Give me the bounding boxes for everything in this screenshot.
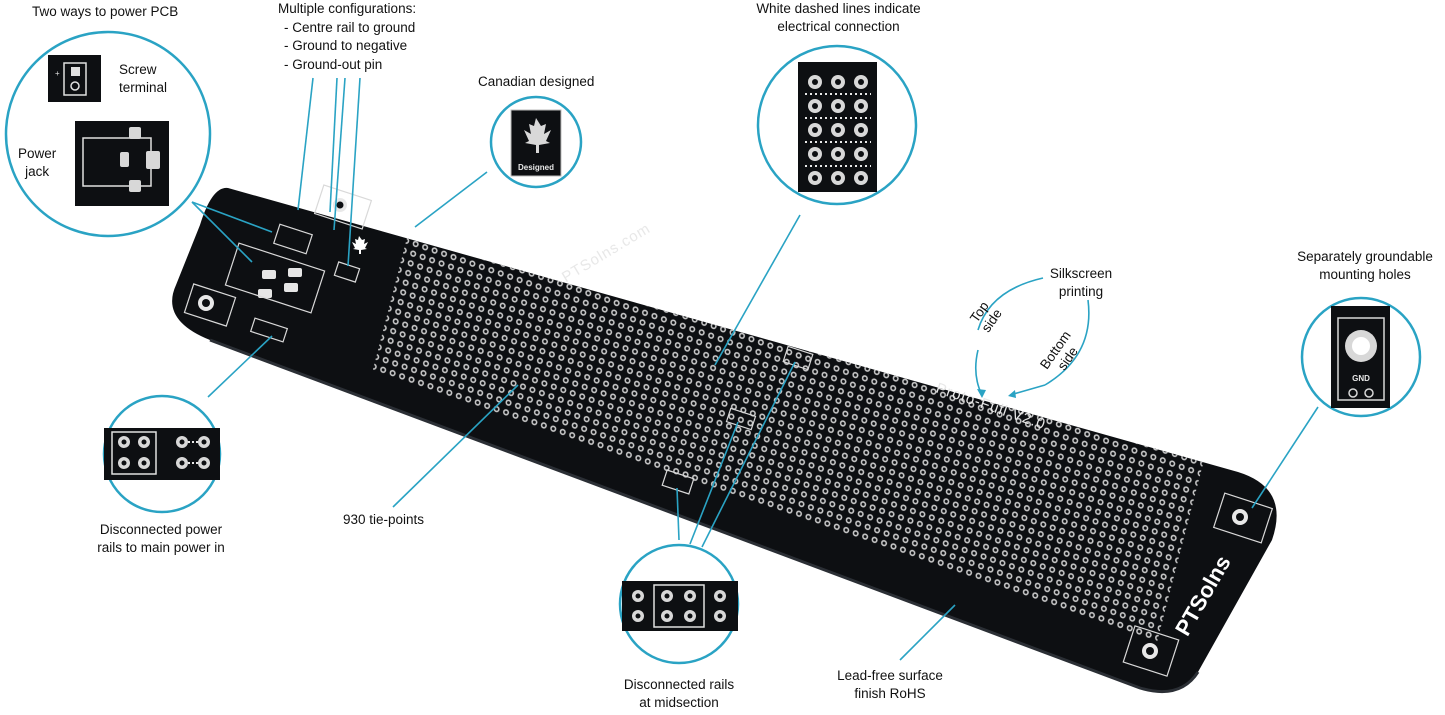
label-power-jack: Power jack [18,145,56,181]
label-disconnected-power: Disconnected power rails to main power i… [86,521,236,557]
callout-midsection [618,543,740,665]
label-midsection: Disconnected rails at midsection [614,676,744,712]
label-lead-free-line1: Lead-free surface [837,668,943,683]
label-screw-terminal: Screw terminal [119,61,167,97]
label-silkscreen: Silkscreen printing [1046,265,1116,301]
maple-leaf-icon [524,118,551,153]
callout-power-rails [102,394,222,514]
label-midsection-line2: at midsection [639,695,719,710]
label-white-dashed-line2: electrical connection [777,19,900,34]
label-white-dashed-line1: White dashed lines indicate [756,1,921,16]
board-edge [209,338,1200,694]
label-mounting-line1: Separately groundable [1297,249,1433,264]
label-lead-free: Lead-free surface finish RoHS [825,667,955,703]
label-config-3: - Ground-out pin [284,56,383,72]
label-lead-free-line2: finish RoHS [854,686,926,701]
board-url-text: PTSolns.com [559,220,654,286]
canadian-badge-text: Designed [518,163,554,172]
label-multiple-configs: Multiple configurations: - Centre rail t… [278,0,416,74]
callout-canadian: Designed [489,95,583,189]
label-power-jack-line2: jack [25,164,50,179]
label-configs-title: Multiple configurations: [278,1,417,16]
label-silkscreen-line1: Silkscreen [1049,266,1113,281]
silkscreen-arrowheads [977,389,1016,398]
callout-mounting: GND [1300,296,1422,418]
label-screw-terminal-line1: Screw [119,62,157,77]
label-canadian: Canadian designed [478,74,595,89]
label-mounting-holes: Separately groundable mounting holes [1290,248,1440,284]
callout-lines [191,77,1319,661]
label-tie-points: 930 tie-points [343,512,425,527]
label-white-dashed: White dashed lines indicate electrical c… [751,0,926,36]
label-power-jack-line1: Power [18,146,57,161]
mounting-badge-text: GND [1352,374,1370,383]
callout-power: + [4,30,212,238]
label-disconnected-power-line1: Disconnected power [99,522,223,537]
label-mounting-line2: mounting holes [1319,267,1411,282]
label-midsection-line1: Disconnected rails [623,677,735,692]
label-config-1: - Centre rail to ground [284,19,416,35]
maple-leaf-silkscreen [352,236,368,254]
label-silkscreen-line2: printing [1058,284,1104,299]
callout-dashed-lines [756,44,918,206]
label-two-ways: Two ways to power PCB [32,4,179,19]
label-disconnected-power-line2: rails to main power in [97,540,225,555]
label-screw-terminal-line2: terminal [119,80,168,95]
label-config-2: - Ground to negative [284,38,408,53]
svg-text:+: + [55,69,60,78]
hole-grid [372,187,1205,643]
power-jack-pads [258,268,302,298]
